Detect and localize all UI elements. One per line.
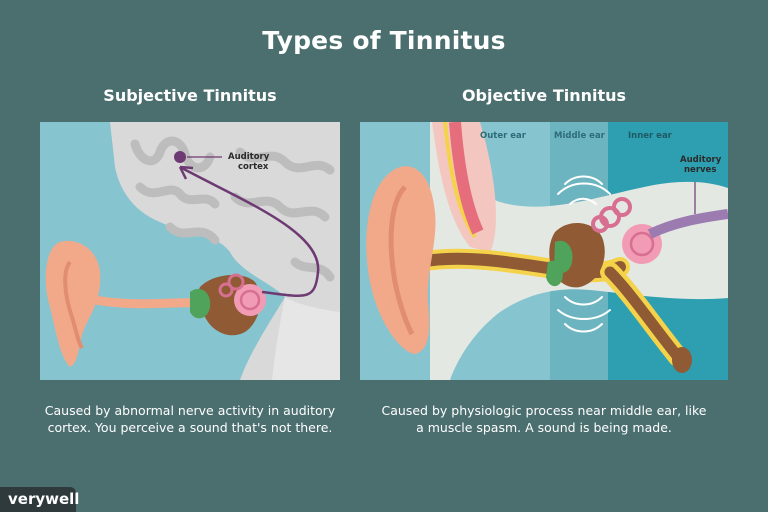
objective-illustration: Auditory nerves Outer ear Middle ear Inn… — [360, 122, 728, 380]
auditory-cortex-label-line1: Auditory — [228, 152, 270, 162]
auditory-nerves-label-line2: nerves — [684, 165, 716, 175]
brand-name: verywell — [8, 490, 80, 508]
auditory-nerves-label-line1: Auditory — [680, 155, 722, 165]
verywell-logo: verywell — [0, 487, 80, 512]
objective-caption: Caused by physiologic process near middl… — [381, 403, 707, 435]
auditory-cortex-label-line2: cortex — [238, 162, 269, 172]
objective-heading: Objective Tinnitus — [461, 86, 627, 105]
zone-label-outer-ear: Outer ear — [480, 131, 527, 141]
subjective-caption: Caused by abnormal nerve activity in aud… — [44, 403, 336, 435]
zone-label-middle-ear: Middle ear — [554, 131, 606, 141]
zone-label-inner-ear: Inner ear — [628, 131, 673, 141]
subjective-heading: Subjective Tinnitus — [103, 86, 277, 105]
subjective-illustration: Auditory cortex — [40, 122, 340, 380]
page-title: Types of Tinnitus — [262, 26, 506, 55]
